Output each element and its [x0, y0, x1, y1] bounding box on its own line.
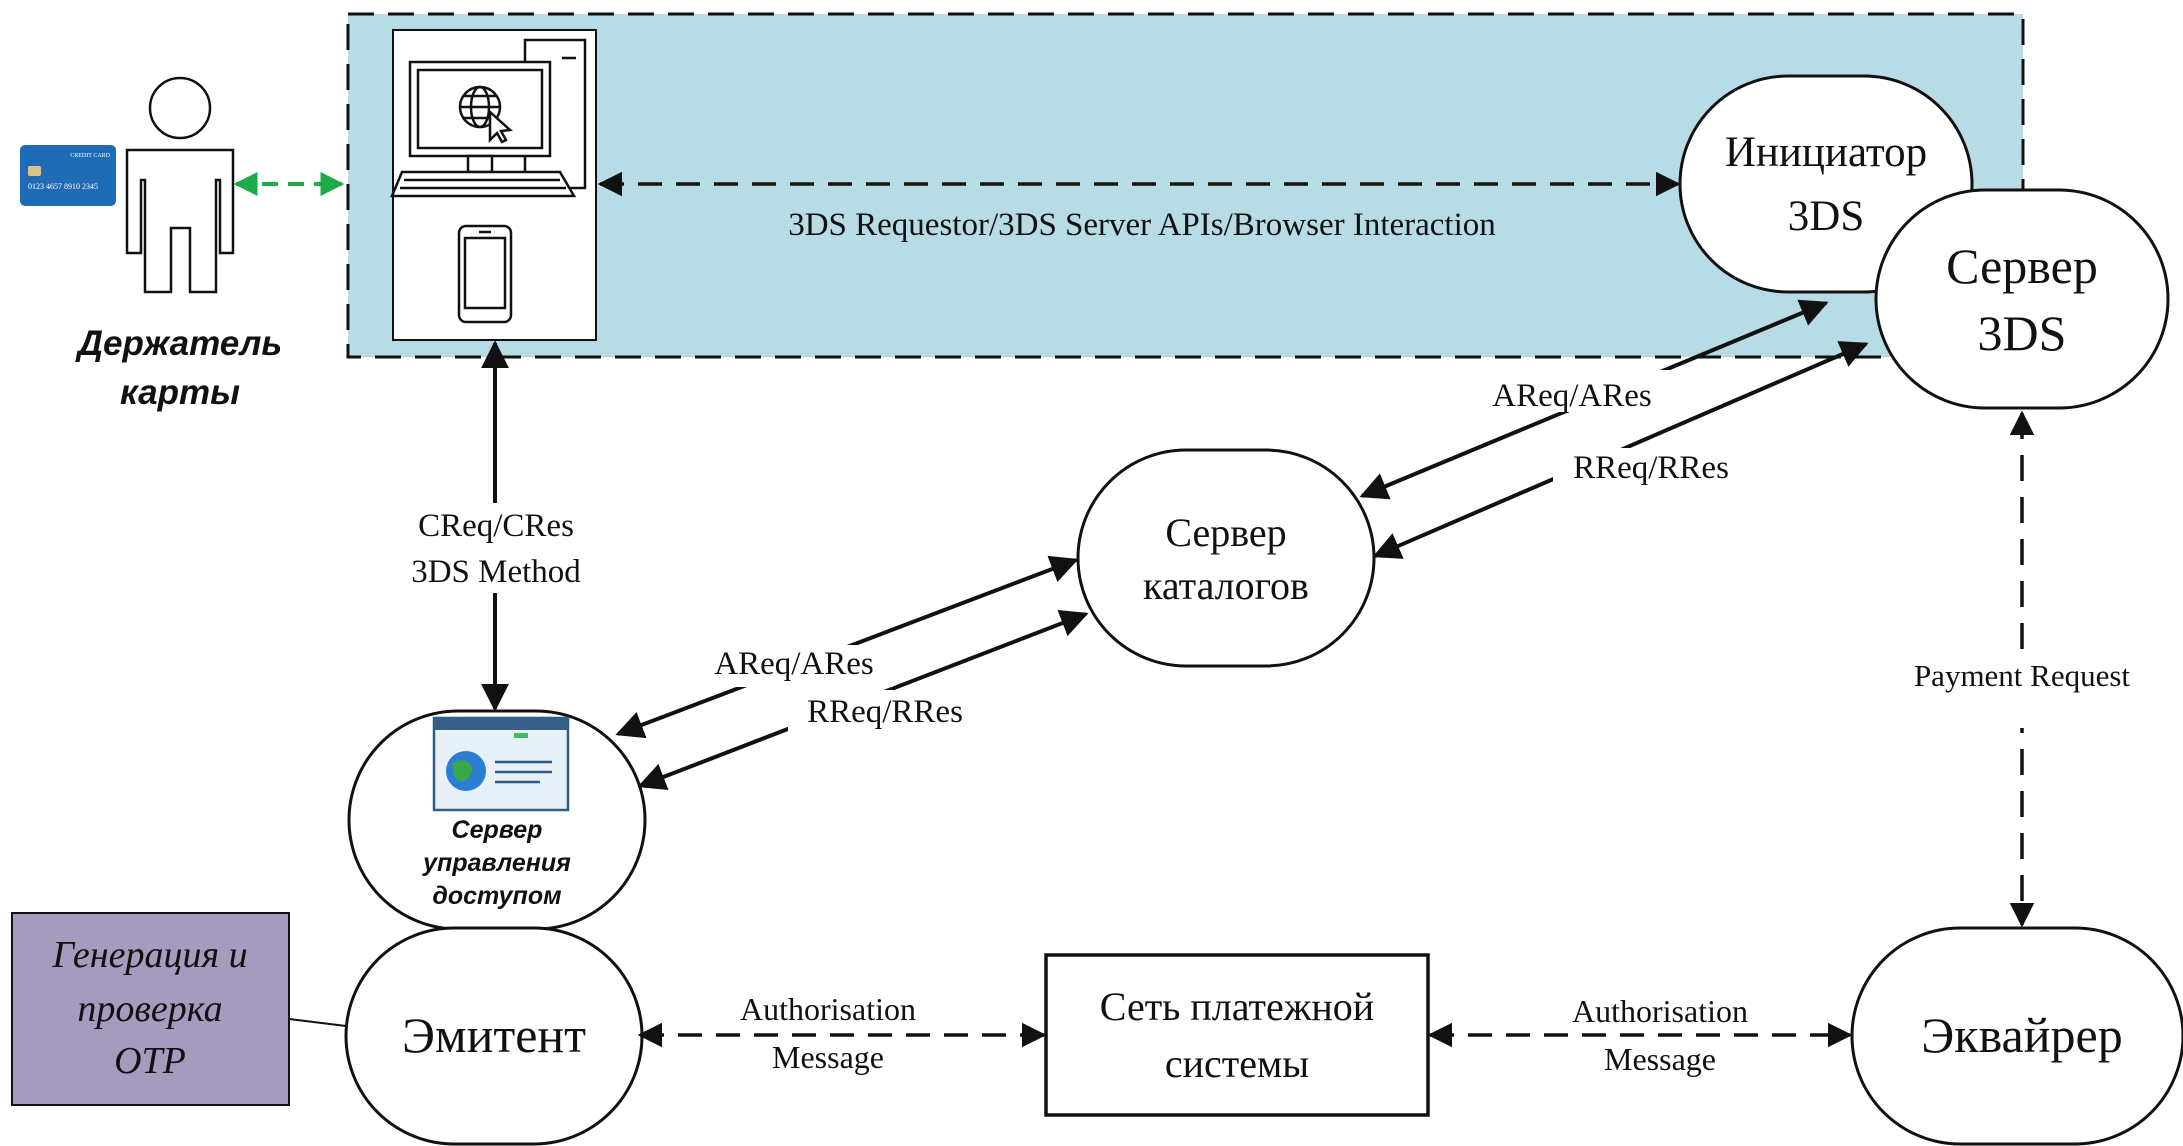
otp-label-line3: OTP [114, 1040, 186, 1082]
directory-server-node [1076, 448, 1376, 668]
card-number-text: 0123 4657 8910 2345 [28, 182, 98, 191]
creq-label-bg [398, 503, 594, 593]
rreq-bottom-label: RReq/RRes [807, 694, 963, 730]
server-3ds-label-line1: Сервер [1946, 238, 2098, 294]
desktop-computer-icon [390, 38, 587, 198]
creq-label-line1: CReq/CRes [418, 508, 574, 544]
cardholder-label-line2: карты [120, 373, 240, 412]
person-icon [125, 76, 235, 294]
auth-right-label-line1: Authorisation [1572, 993, 1748, 1029]
acs-label-line2: управления [421, 849, 571, 877]
areq-top-label: AReq/ARes [1492, 378, 1652, 414]
issuer-label: Эмитент [402, 1007, 586, 1063]
smartphone-icon [457, 224, 513, 324]
otp-label-line1: Генерация и [51, 934, 247, 976]
acquirer-label: Эквайрер [1921, 1007, 2122, 1063]
payment-network-node [1044, 953, 1430, 1117]
otp-box [11, 912, 290, 1106]
directory-label-line1: Сервер [1165, 510, 1286, 555]
rreq-bottom-label-bg [788, 690, 986, 732]
directory-label-line2: каталогов [1143, 563, 1309, 608]
cardholder-label-line1: Держатель [75, 324, 282, 363]
network-label-line2: системы [1165, 1041, 1309, 1086]
areq-bottom-label: AReq/ARes [714, 646, 874, 682]
initiator-label-line2: 3DS [1788, 193, 1864, 240]
rreq-top-label-bg [1553, 448, 1751, 490]
server-3ds-node [1874, 188, 2170, 410]
payment-request-label-bg [1880, 650, 2160, 728]
acs-label-line1: Сервер [452, 816, 543, 844]
auth-left-label-line1: Authorisation [740, 991, 916, 1027]
card-brand-text: CREDIT CARD [70, 153, 110, 159]
areq-top-label-bg [1473, 370, 1673, 412]
browser-window-icon [432, 716, 570, 812]
areq-bottom-label-bg [695, 645, 893, 687]
globe-cursor-icon [458, 85, 513, 144]
acs-label-line3: доступом [432, 882, 561, 910]
credit-card-icon: CREDIT CARD 0123 4657 8910 2345 [20, 145, 116, 206]
otp-connector [288, 1018, 347, 1027]
otp-label-line2: проверка [77, 988, 222, 1030]
requestor-api-label: 3DS Requestor/3DS Server APIs/Browser In… [788, 207, 1496, 243]
rreq-top-label: RReq/RRes [1573, 450, 1729, 486]
server-3ds-label-line2: 3DS [1978, 305, 2067, 361]
creq-label-line2: 3DS Method [411, 554, 581, 590]
initiator-label-line1: Инициатор [1725, 129, 1927, 176]
auth-right-label-line2: Message [1604, 1041, 1716, 1077]
network-label-line1: Сеть платежной [1100, 984, 1374, 1029]
auth-left-label-line2: Message [772, 1039, 884, 1075]
payment-request-label: Payment Request [1914, 658, 2130, 693]
